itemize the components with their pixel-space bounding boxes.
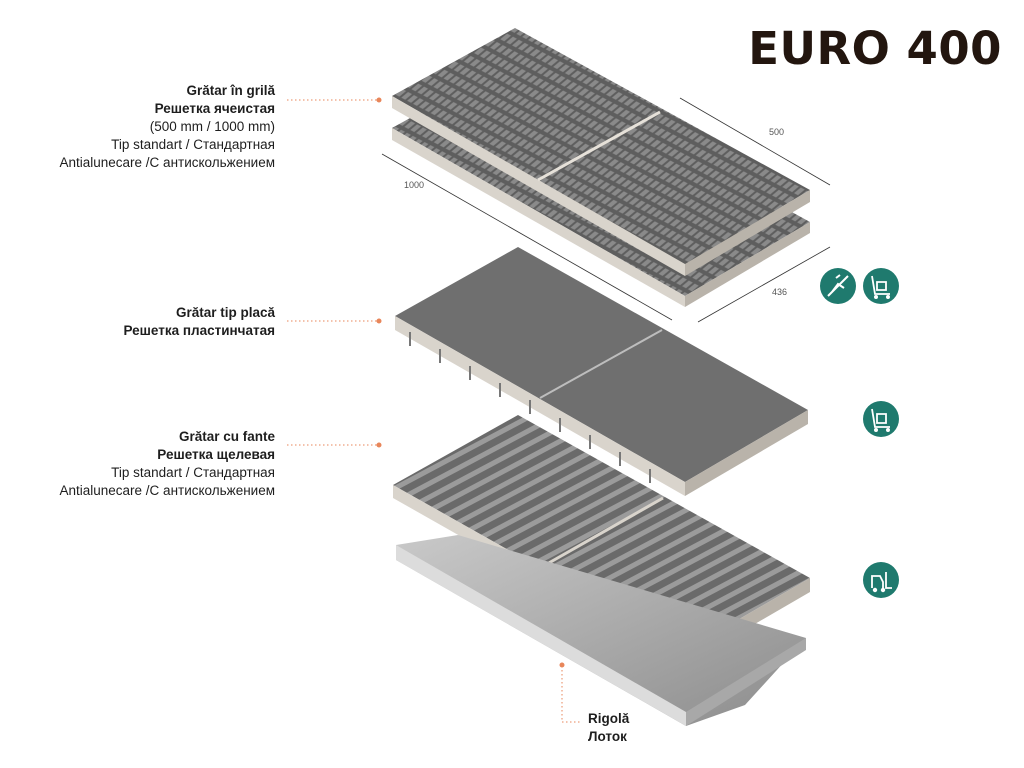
hand-truck-icon — [863, 401, 899, 437]
label-line: Grătar cu fante — [178, 429, 275, 444]
label-line: Grătar în grilă — [186, 83, 275, 98]
leader-dots — [376, 97, 565, 668]
label-line: (500 mm / 1000 mm) — [149, 119, 275, 134]
label-line: Tip standart / Стандартная — [111, 137, 275, 152]
hand-truck-icon — [863, 268, 899, 304]
label-line: Antialunecare /С антискольжением — [59, 155, 276, 170]
dimension-length: 1000 — [404, 180, 425, 190]
label-line: Лоток — [588, 729, 627, 744]
label-line: Grătar tip placă — [175, 305, 275, 320]
label-channel: Rigolă Лоток — [588, 710, 629, 746]
channel-trough — [396, 535, 806, 726]
leader-dot — [376, 97, 382, 103]
leader-lines — [287, 99, 580, 723]
leader-dot — [376, 442, 382, 448]
label-line: Решетка ячеистая — [154, 101, 275, 116]
leader-dot — [376, 318, 382, 324]
dimension-width: 500 — [769, 127, 785, 137]
dimension-lines — [381, 97, 831, 323]
label-plate-grating: Grătar tip placă Решетка пластинчатая — [123, 304, 275, 340]
page-title: EURO 400 — [748, 22, 1002, 75]
label-slot-grating: Grătar cu fante Решетка щелевая Tip stan… — [60, 428, 276, 500]
leader-line — [561, 666, 580, 723]
dimension-line-depth — [697, 246, 831, 323]
label-line: Tip standart / Стандартная — [111, 465, 275, 480]
label-grid-grating: Grătar în grilă Решетка ячеистая (500 mm… — [60, 82, 276, 172]
forklift-icon — [863, 562, 899, 598]
label-line: Rigolă — [588, 711, 630, 726]
label-line: Решетка щелевая — [157, 447, 275, 462]
label-line: Решетка пластинчатая — [123, 323, 275, 338]
dimension-line-length — [381, 153, 673, 321]
dimension-line-width — [679, 97, 831, 186]
dimension-depth: 436 — [772, 287, 788, 297]
label-line: Antialunecare /С антискольжением — [59, 483, 276, 498]
leader-dot — [559, 662, 565, 668]
grid-grating-upper — [392, 28, 810, 276]
plate-grating — [395, 247, 808, 496]
anti-slip-icon — [820, 268, 856, 304]
